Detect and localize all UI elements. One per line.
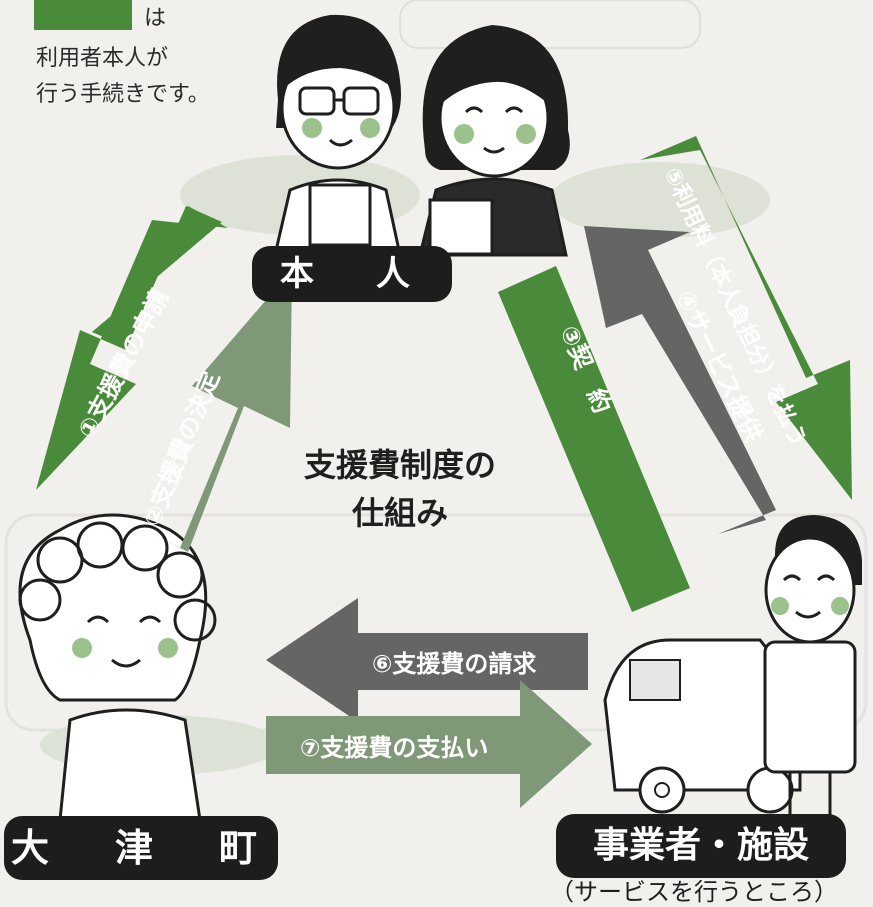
arrow-step-6 [266, 598, 588, 722]
step-7-label: ⑦支援費の支払い [300, 734, 488, 762]
step-2-label: ②支援費の決定 [138, 367, 226, 530]
arrow-step-5 [640, 136, 852, 500]
arrow-step-2 [150, 270, 292, 552]
diagram-title-line-2: 仕組み [351, 494, 448, 532]
arrow-step-4 [584, 226, 776, 534]
node-provider: 事業者・施設 [556, 814, 846, 878]
legend-swatch [34, 0, 132, 30]
provider-illustration [603, 515, 862, 815]
node-town: 大 津 町 [4, 816, 278, 880]
node-person: 本 人 [252, 246, 452, 302]
arrow-step-7 [266, 680, 592, 808]
arrow-step-1 [36, 206, 228, 490]
provider-caption: （サービスを行うところ） [550, 878, 838, 906]
town-official-illustration [18, 513, 217, 822]
arrow-step-3 [498, 266, 690, 612]
companion-person-illustration [418, 25, 570, 257]
legend-suffix: は [144, 6, 167, 31]
diagram-title-line-1: 支援費制度の [303, 446, 496, 484]
legend-line-2: 行う手続きです。 [36, 82, 210, 107]
user-person-illustration [273, 14, 402, 257]
step-6-label: ⑥支援費の請求 [372, 650, 536, 678]
legend-line-1: 利用者本人が [36, 46, 169, 71]
